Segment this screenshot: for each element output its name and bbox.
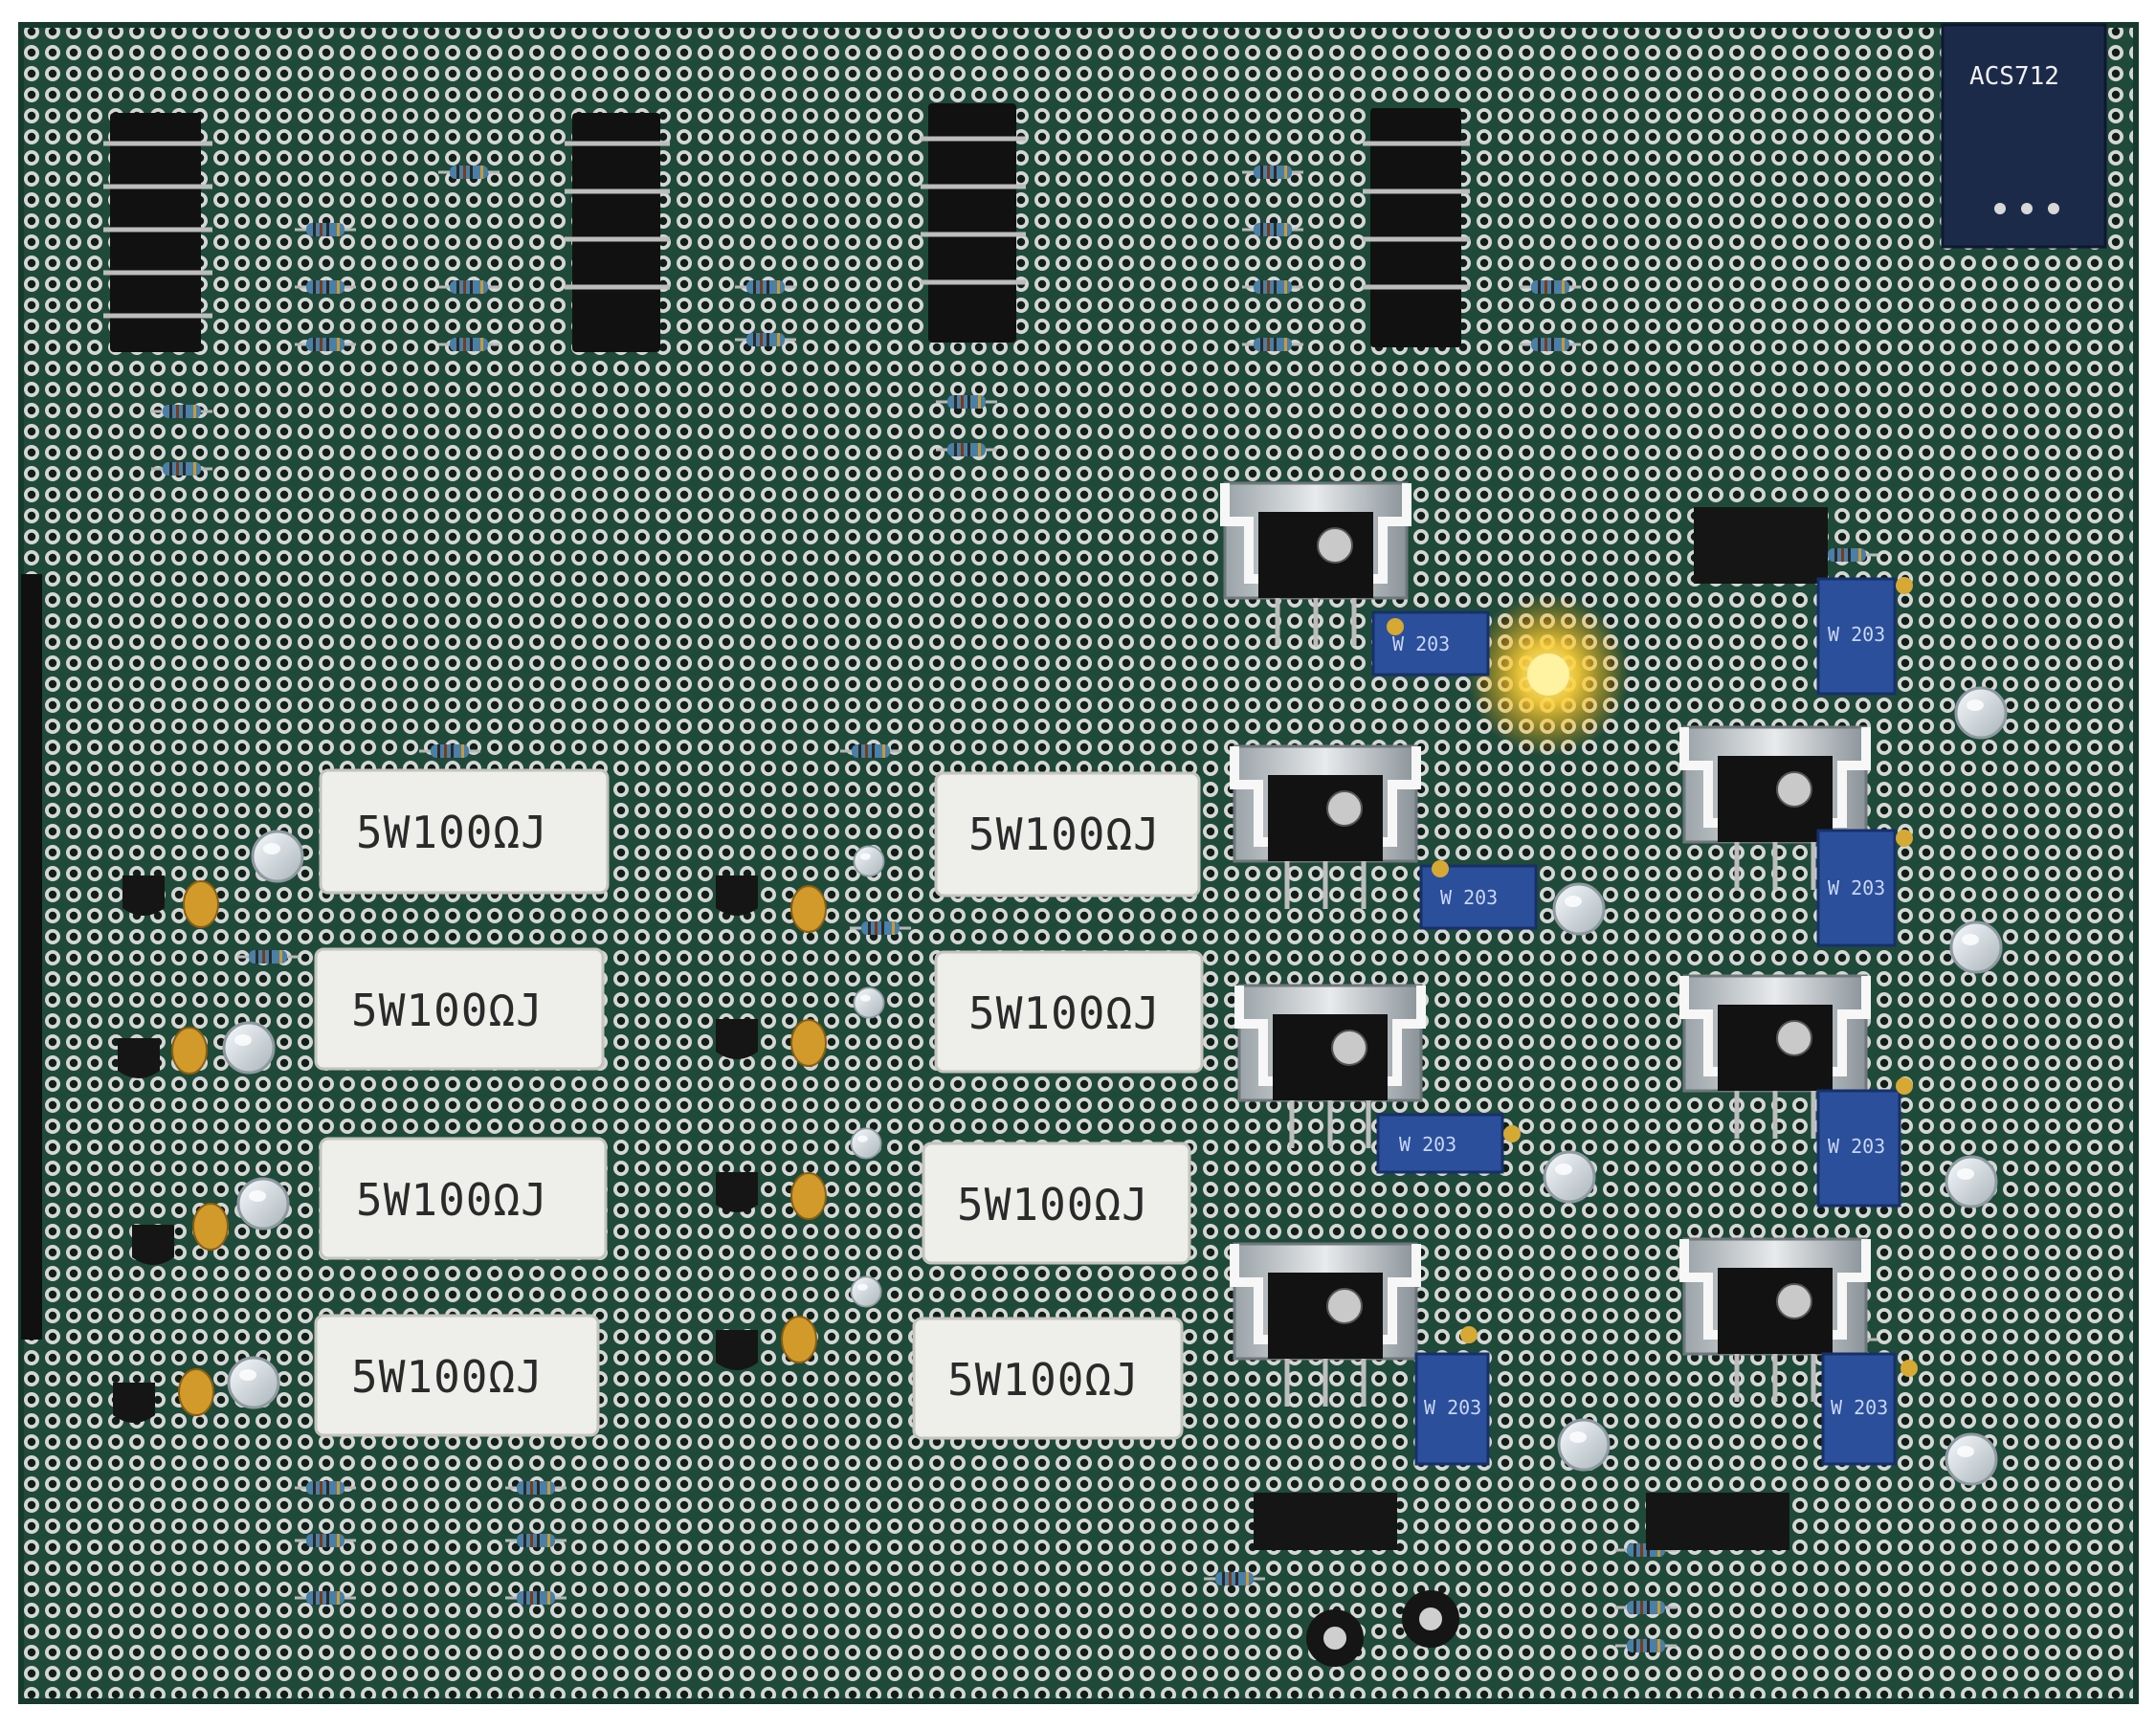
- svg-text:5W100ΩJ: 5W100ΩJ: [356, 807, 548, 858]
- svg-text:5W100ΩJ: 5W100ΩJ: [957, 1179, 1149, 1230]
- power-resistors: 5W100ΩJ 5W100ΩJ 5W100ΩJ 5W100ΩJ 5W100ΩJ …: [314, 768, 1204, 1440]
- power-resistor: 5W100ΩJ: [319, 768, 610, 895]
- trimpot: W 203: [1816, 1077, 1913, 1208]
- regulator-heatsinks: [1225, 483, 1866, 1550]
- trimmer-potentiometers: W 203 W 203 W 203 W 203 W 203 W 203: [1371, 577, 1918, 1466]
- power-resistor: 5W100ΩJ: [912, 1317, 1184, 1440]
- svg-text:W 203: W 203: [1831, 1396, 1888, 1419]
- trimpot: W 203: [1419, 860, 1538, 930]
- svg-text:W 203: W 203: [1828, 876, 1885, 899]
- svg-text:5W100ΩJ: 5W100ΩJ: [351, 1351, 544, 1403]
- trimpot: W 203: [1371, 610, 1490, 676]
- svg-text:5W100ΩJ: 5W100ΩJ: [968, 987, 1161, 1039]
- svg-text:5W100ΩJ: 5W100ΩJ: [947, 1354, 1140, 1406]
- power-resistor: 5W100ΩJ: [314, 1314, 600, 1437]
- svg-text:W 203: W 203: [1440, 886, 1498, 909]
- power-resistor: 5W100ΩJ: [934, 771, 1201, 898]
- trimpot: W 203: [1376, 1113, 1521, 1174]
- current-sensor-module: ACS712: [1941, 23, 2107, 249]
- trimpot: W 203: [1821, 1352, 1918, 1466]
- svg-text:W 203: W 203: [1399, 1133, 1456, 1156]
- electrolytic-capacitors: [1306, 1590, 1459, 1667]
- svg-text:5W100ΩJ: 5W100ΩJ: [351, 985, 544, 1036]
- sensor-label: ACS712: [1969, 62, 2059, 91]
- trimpot: W 203: [1816, 829, 1913, 947]
- power-resistor: 5W100ΩJ: [314, 947, 605, 1071]
- ic-chips: [103, 103, 1470, 352]
- trimpot: W 203: [1816, 577, 1913, 696]
- power-resistor: 5W100ΩJ: [934, 950, 1204, 1074]
- svg-text:W 203: W 203: [1828, 1135, 1885, 1158]
- power-resistor: 5W100ΩJ: [319, 1137, 608, 1260]
- svg-text:W 203: W 203: [1392, 632, 1450, 655]
- power-resistor: 5W100ΩJ: [922, 1142, 1191, 1265]
- lit-led: [1467, 593, 1630, 756]
- trimpot: W 203: [1414, 1326, 1490, 1466]
- svg-text:5W100ΩJ: 5W100ΩJ: [356, 1174, 548, 1226]
- svg-text:W 203: W 203: [1828, 623, 1885, 646]
- svg-text:5W100ΩJ: 5W100ΩJ: [968, 809, 1161, 860]
- svg-text:W 203: W 203: [1424, 1396, 1481, 1419]
